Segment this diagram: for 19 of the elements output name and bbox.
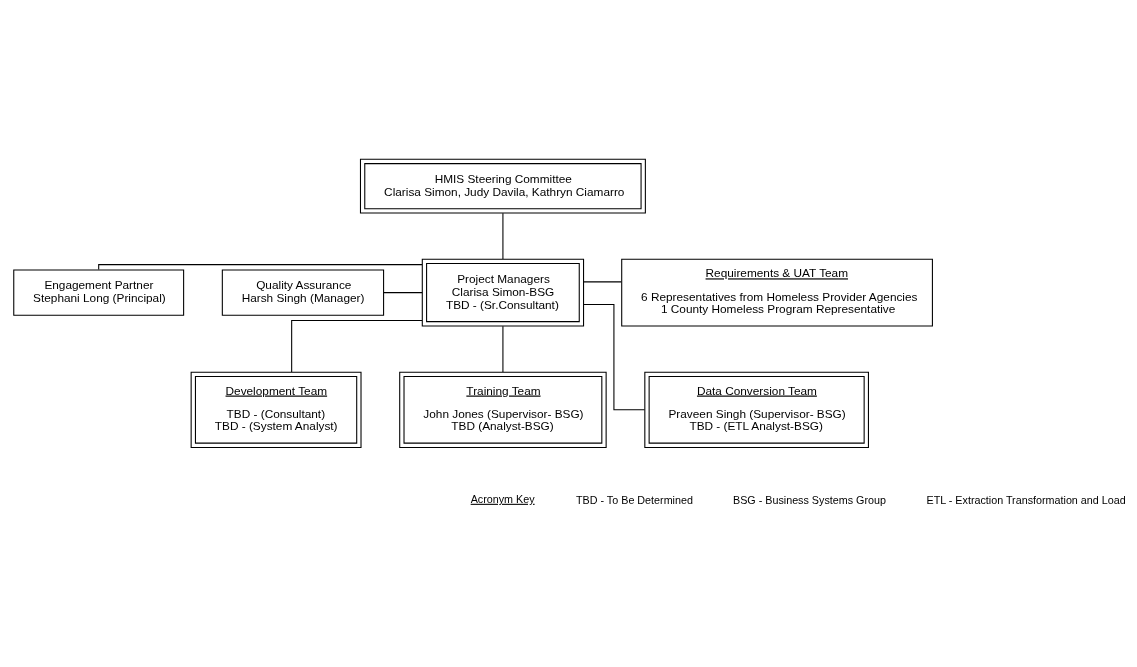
label: ETL - Extraction Transformation and Load [926,493,1126,506]
connector [583,280,622,282]
connector [583,303,646,410]
connector [502,325,504,373]
node-box: Quality Assurance Harsh Singh (Manager) [221,269,385,316]
label: TBD - To Be Determined [576,493,693,506]
node-box: Data Conversion Team Praveen Singh (Supervisor- BSG) TBD - (ETL Analyst-BSG) [644,371,869,448]
node-box: Project Managers Clarisa Simon-BSG TBD - (Sr.Consultant) [421,258,585,326]
node-box: Engagement Partner Stephani Long (Principal) [13,269,185,316]
node-box: Training Team John Jones (Supervisor- BSG) TBD (Analyst-BSG) [399,371,607,448]
node-box: Development Team TBD - (Consultant) TBD - (System Analyst) [190,371,362,448]
label: BSG - Business Systems Group [732,493,886,506]
connector [502,212,504,260]
connector [383,291,423,293]
node-box: Requirements & UAT Team 6 Representatives from Homeless Provider Agencies 1 County Homeless Program Representative [621,258,933,326]
connector [98,263,423,270]
label: Acronym Key [470,492,535,505]
node-box: HMIS Steering Committee Clarisa Simon, Judy Davila, Kathryn Ciamarro [359,158,646,214]
connector [291,319,423,372]
